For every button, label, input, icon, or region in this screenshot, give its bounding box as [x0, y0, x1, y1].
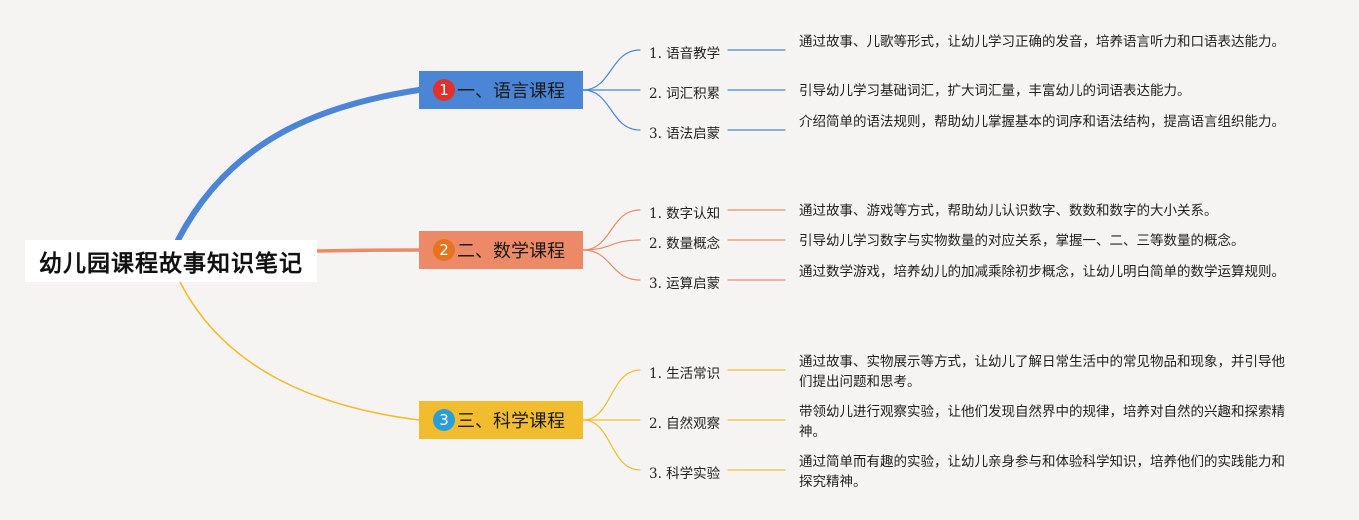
leaf-grammar[interactable]: 3. 语法启蒙 — [649, 126, 721, 142]
branch-to-leaf-connector — [582, 369, 641, 421]
leaf-life-knowledge[interactable]: 1. 生活常识 — [649, 366, 721, 382]
desc-arithmetic[interactable]: 通过数学游戏，培养幼儿的加减乘除初步概念，让幼儿明白简单的数学运算规则。 — [799, 264, 1285, 280]
root-topic[interactable]: 幼儿园课程故事知识笔记 — [25, 240, 317, 282]
desc-vocabulary[interactable]: 引导幼儿学习基础词汇，扩大词汇量，丰富幼儿的词语表达能力。 — [799, 83, 1191, 99]
root-to-science-connector — [179, 281, 420, 421]
leaf-vocabulary[interactable]: 2. 词汇积累 — [649, 86, 721, 102]
desc-science-experiment[interactable]: 通过简单而有趣的实验，让幼儿亲身参与和体验科学知识，培养他们的实践能力和探究精神… — [799, 454, 1285, 490]
leaf-number-recognition[interactable]: 1. 数字认知 — [649, 206, 721, 222]
branch-language[interactable]: 1 一、语言课程 — [419, 71, 583, 109]
root-title: 幼儿园课程故事知识笔记 — [39, 251, 303, 277]
leaf-arithmetic[interactable]: 3. 运算启蒙 — [649, 276, 721, 292]
branch-to-leaf-connector — [582, 239, 641, 251]
desc-pronunciation[interactable]: 通过故事、儿歌等形式，让幼儿学习正确的发音，培养语言听力和口语表达能力。 — [799, 34, 1285, 50]
priority-1-badge: 1 — [433, 79, 455, 101]
branch-label: 二、数学课程 — [457, 241, 565, 262]
branch-to-leaf-connector — [582, 89, 641, 131]
branch-math[interactable]: 2 二、数学课程 — [419, 231, 583, 269]
branch-to-leaf-connector — [582, 249, 641, 281]
priority-2-badge: 2 — [433, 239, 455, 261]
branch-science[interactable]: 3 三、科学课程 — [419, 401, 583, 439]
leaf-science-experiment[interactable]: 3. 科学实验 — [649, 466, 721, 482]
leaf-quantity-concept[interactable]: 2. 数量概念 — [649, 236, 721, 252]
desc-number-recognition[interactable]: 通过故事、游戏等方式，帮助幼儿认识数字、数数和数字的大小关系。 — [799, 203, 1218, 219]
branch-label: 三、科学课程 — [457, 411, 565, 432]
desc-nature-observation[interactable]: 带领幼儿进行观察实验，让他们发现自然界中的规律，培养对自然的兴趣和探索精神。 — [799, 404, 1285, 440]
root-to-language-connector — [175, 87, 422, 243]
priority-3-badge: 3 — [433, 409, 455, 431]
desc-quantity-concept[interactable]: 引导幼儿学习数字与实物数量的对应关系，掌握一、二、三等数量的概念。 — [799, 233, 1245, 249]
branch-to-leaf-connector — [582, 49, 641, 91]
root-to-math-connector — [316, 248, 421, 253]
desc-grammar[interactable]: 介绍简单的语法规则，帮助幼儿掌握基本的词序和语法结构，提高语言组织能力。 — [799, 114, 1285, 130]
branch-to-leaf-connector — [582, 419, 641, 471]
leaf-nature-observation[interactable]: 2. 自然观察 — [649, 416, 721, 432]
branch-to-leaf-connector — [582, 209, 641, 251]
leaf-pronunciation[interactable]: 1. 语音教学 — [649, 46, 721, 62]
desc-life-knowledge[interactable]: 通过故事、实物展示等方式，让幼儿了解日常生活中的常见物品和现象，并引导他们提出问… — [799, 354, 1285, 390]
branch-label: 一、语言课程 — [457, 81, 565, 102]
